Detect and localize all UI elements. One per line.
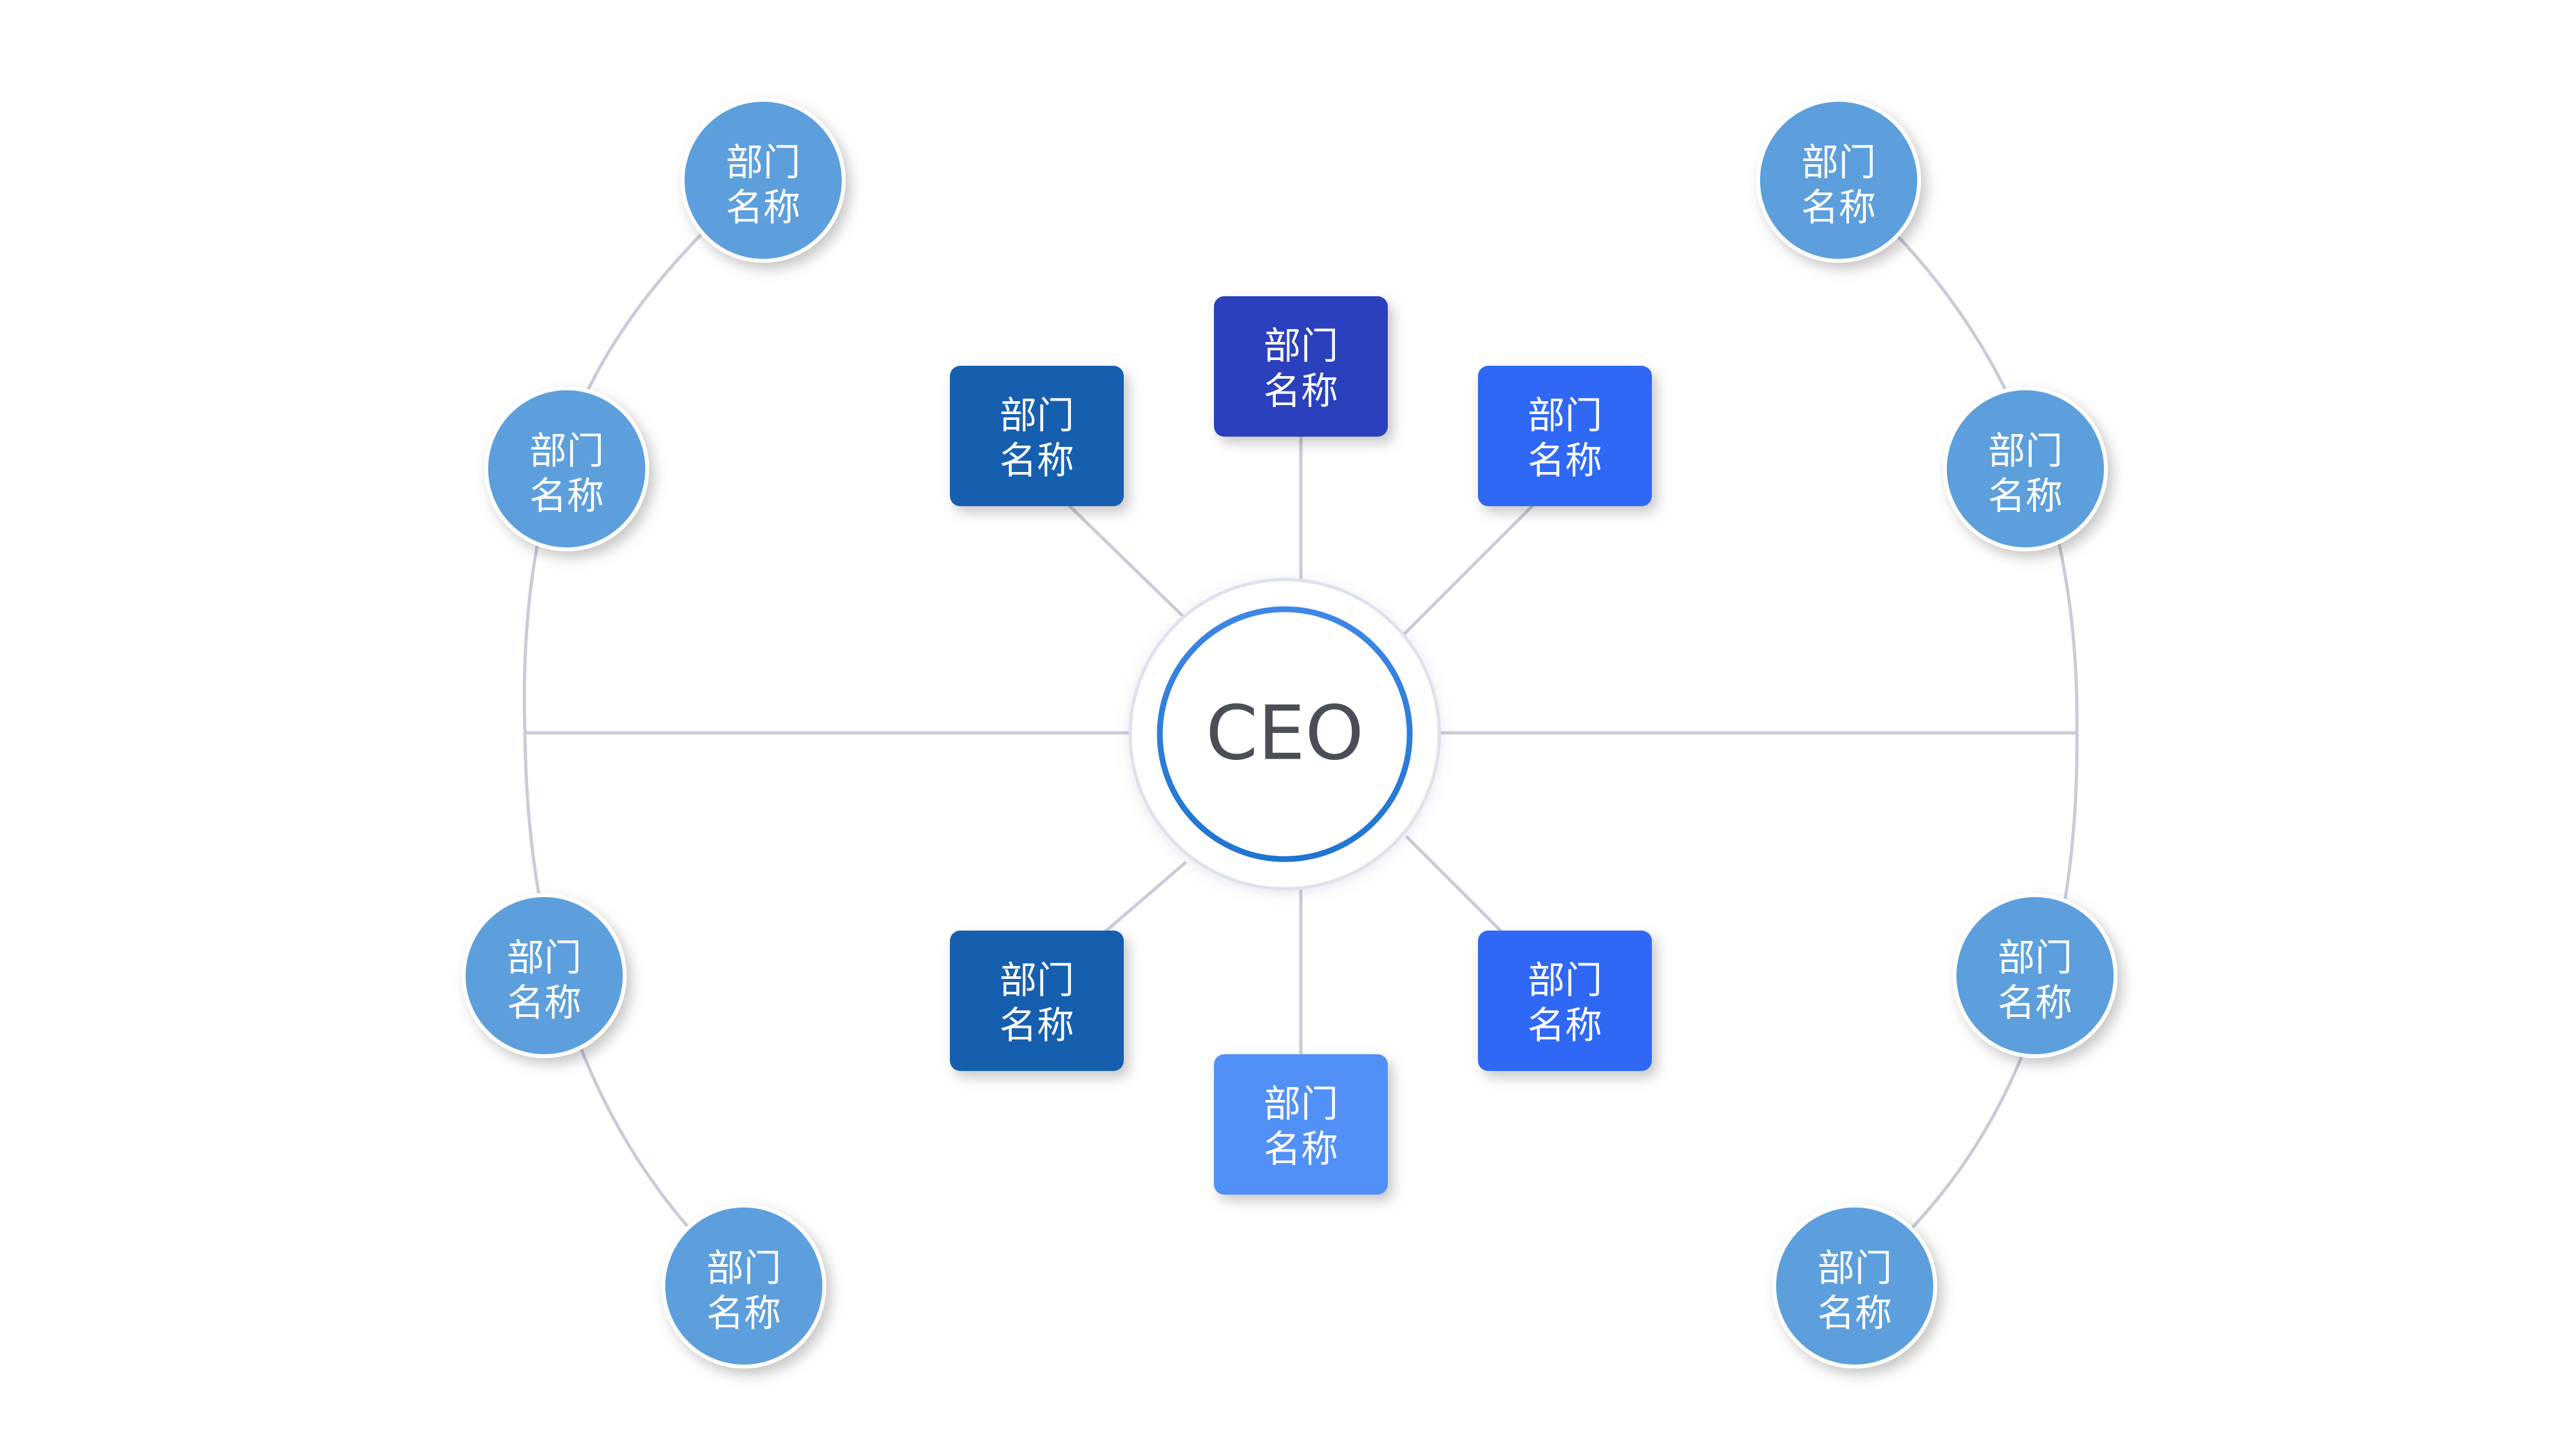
department-name-line1: 部门 <box>529 429 604 473</box>
department-circle-shape <box>1772 1204 1937 1368</box>
department-name-line1: 部门 <box>1817 1246 1892 1290</box>
department-name-line1: 部门 <box>507 936 582 980</box>
department-name-line2: 名称 <box>1528 1003 1602 1047</box>
department-name-line2: 名称 <box>1988 474 2063 518</box>
ceo-node[interactable]: CEO <box>1128 578 1441 891</box>
department-box-shape <box>1214 1054 1388 1195</box>
department-name-line2: 名称 <box>529 474 604 518</box>
department-circle-shape <box>1943 386 2108 551</box>
department-name-line2: 名称 <box>999 439 1074 482</box>
department-name-line2: 名称 <box>1817 1291 1892 1335</box>
department-name-line2: 名称 <box>1528 439 1602 482</box>
department-box-shape <box>950 931 1124 1071</box>
department-name-line2: 名称 <box>726 185 800 229</box>
department-name-line1: 部门 <box>1998 936 2072 980</box>
department-name-line1: 部门 <box>1528 958 1602 1002</box>
department-name-line1: 部门 <box>706 1246 781 1290</box>
department-name-line2: 名称 <box>1801 185 1876 229</box>
ceo-label: CEO <box>1206 690 1364 777</box>
department-box-shape <box>1478 931 1652 1071</box>
department-circle-shape <box>681 98 846 263</box>
right-arc <box>1833 175 2079 1283</box>
department-name-line2: 名称 <box>999 1003 1074 1047</box>
department-name-line1: 部门 <box>1801 140 1876 184</box>
department-name-line2: 名称 <box>507 981 582 1025</box>
inner-spoke <box>1402 504 1535 636</box>
department-name-line1: 部门 <box>1988 429 2063 473</box>
department-circle-shape <box>1953 893 2117 1058</box>
department-name-line1: 部门 <box>1264 324 1338 368</box>
department-box-shape <box>1214 296 1388 437</box>
department-name-line1: 部门 <box>999 393 1074 437</box>
department-circle-shape <box>661 1204 826 1368</box>
connector-lines <box>522 175 2079 1283</box>
department-name-line1: 部门 <box>726 140 800 184</box>
left-arc <box>522 175 762 1283</box>
department-name-line2: 名称 <box>1998 981 2072 1025</box>
department-name-line2: 名称 <box>706 1291 781 1335</box>
department-name-line1: 部门 <box>1264 1082 1338 1126</box>
department-circle-shape <box>1756 98 1921 263</box>
department-box-shape <box>1478 366 1652 506</box>
department-name-line2: 名称 <box>1264 1127 1338 1171</box>
department-circle-shape <box>462 893 627 1058</box>
department-name-line1: 部门 <box>999 958 1074 1002</box>
department-circle-shape <box>484 386 649 551</box>
department-name-line1: 部门 <box>1528 393 1602 437</box>
department-box-shape <box>950 366 1124 506</box>
inner-spoke <box>1067 504 1184 617</box>
department-name-line2: 名称 <box>1264 369 1338 413</box>
